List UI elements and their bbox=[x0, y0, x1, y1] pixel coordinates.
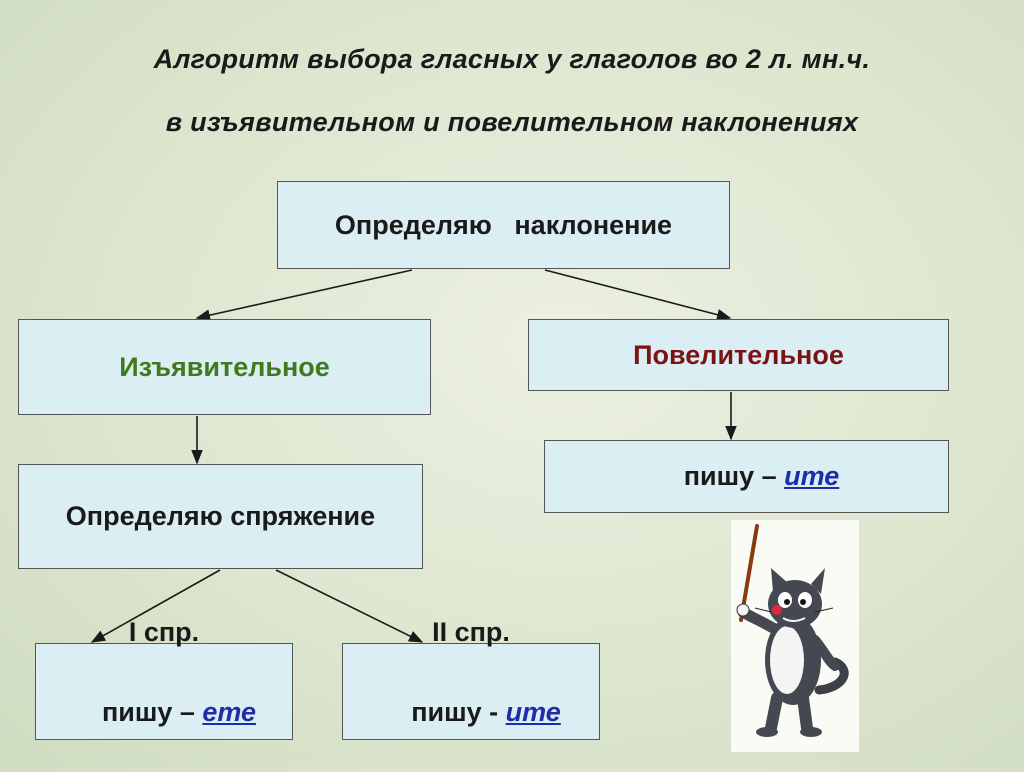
box-determine-mood-label: Определяю наклонение bbox=[334, 209, 673, 240]
arrow-root-to-indicative bbox=[195, 269, 413, 321]
box-imperative-label: Повелительное bbox=[633, 339, 844, 370]
box-indicative-mood: Изъявительное bbox=[18, 319, 431, 415]
conj2-label: II спр. bbox=[432, 616, 510, 647]
conj1-example-prefix: пишу – bbox=[101, 696, 203, 727]
box-determine-conjugation: Определяю спряжение bbox=[18, 464, 423, 569]
box-first-conjugation: I спр. пишу – ете bbox=[35, 617, 293, 740]
box-indicative-label: Изъявительное bbox=[119, 351, 330, 382]
arrow-root-to-imperative bbox=[544, 269, 732, 321]
title-line-1: Алгоритм выбора гласных у глаголов во 2 … bbox=[153, 44, 871, 74]
box-determine-mood: Определяю наклонение bbox=[277, 181, 730, 269]
box-conjugation-label: Определяю спряжение bbox=[65, 501, 376, 531]
conj1-example-ending: ете bbox=[202, 696, 257, 727]
conj2-example-ending: ите bbox=[505, 696, 561, 727]
conj2-example-prefix: пишу - bbox=[411, 696, 506, 727]
box-second-conjugation: II спр. пишу - ите bbox=[342, 617, 600, 740]
box-imperative-mood: Повелительное bbox=[528, 319, 949, 391]
box-imperative-example: пишу – ите bbox=[544, 440, 949, 513]
cat-with-pointer-icon bbox=[731, 520, 859, 752]
arrow-conjugation-to-conj1 bbox=[90, 569, 221, 643]
arrow-conjugation-to-conj2 bbox=[275, 569, 424, 643]
imperative-example-ending: ите bbox=[784, 461, 840, 491]
conj1-label: I спр. bbox=[128, 616, 200, 647]
title-line-2: в изъявительном и повелительном наклонен… bbox=[165, 107, 859, 137]
imperative-example-prefix: пишу – bbox=[683, 461, 785, 491]
